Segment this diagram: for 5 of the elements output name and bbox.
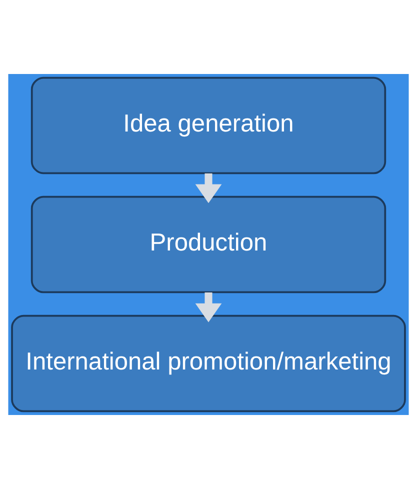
node-box: International promotion/marketing	[11, 314, 406, 412]
arrow	[195, 292, 222, 322]
node-box: Idea generation	[30, 76, 386, 174]
node-box: Production	[30, 195, 386, 293]
arrow	[195, 172, 222, 203]
